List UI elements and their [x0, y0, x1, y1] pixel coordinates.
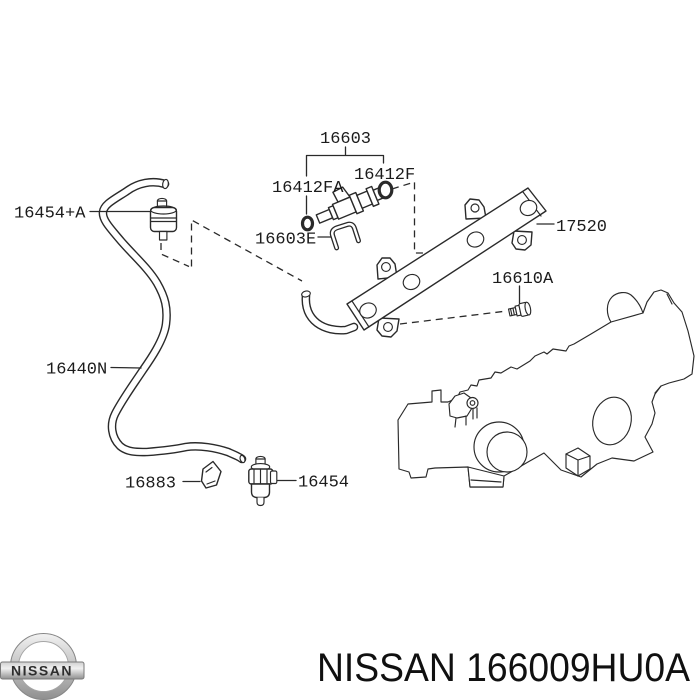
part-label-16454a: 16454+A — [14, 205, 86, 224]
part-label-16610a: 16610A — [492, 270, 554, 289]
dashed-line-injector-to-rail — [391, 181, 432, 254]
engine-side-oval — [592, 396, 632, 446]
rail-port-1 — [519, 199, 538, 217]
rail-port-3 — [402, 273, 421, 291]
part-label-16603: 16603 — [320, 130, 371, 149]
part-label-16603e: 16603E — [255, 231, 316, 250]
part-label-16412f: 16412F — [354, 166, 415, 185]
part-label-17520: 17520 — [556, 218, 607, 237]
rail-inlet-pipe — [301, 290, 359, 335]
leader-16440n — [110, 366, 142, 369]
part-label-16883: 16883 — [125, 475, 176, 494]
rail-port-4 — [359, 302, 377, 319]
damper-valve-drawing — [149, 197, 178, 241]
oring-lower-16412fa — [300, 215, 315, 232]
dashed-line-damper-to-inlet-pipe — [190, 218, 303, 282]
hose-end-opening — [239, 454, 246, 464]
logo-brand-text: NISSAN — [11, 663, 73, 679]
rail-body — [346, 187, 547, 331]
hose-top-opening — [162, 178, 169, 190]
nissan-logo: NISSAN — [0, 633, 85, 700]
part-label-16440n: 16440N — [46, 361, 107, 380]
logo-bar — [0, 661, 85, 680]
fuel-injector-drawing — [300, 180, 394, 251]
rail-port-2 — [466, 231, 485, 248]
engine-pulley-front-circle — [486, 431, 528, 473]
dashed-line-rail-to-bolt — [399, 310, 508, 325]
fuel-rail-drawing — [301, 187, 547, 338]
oring-upper-16412f — [377, 180, 394, 200]
leader-16603-bracket — [305, 146, 385, 215]
bolt-drawing — [507, 301, 532, 317]
part-label-16412fa: 16412FA — [272, 179, 344, 198]
injector-clip-drawing — [329, 221, 362, 251]
check-valve-drawing — [248, 455, 278, 507]
hose-clamp-drawing — [200, 460, 222, 489]
engine-outline-drawing — [397, 289, 695, 488]
part-label-16454: 16454 — [298, 474, 349, 493]
footer-caption: NISSAN 166009HU0A — [317, 646, 690, 690]
dashed-line-damper-nipple — [160, 243, 190, 268]
